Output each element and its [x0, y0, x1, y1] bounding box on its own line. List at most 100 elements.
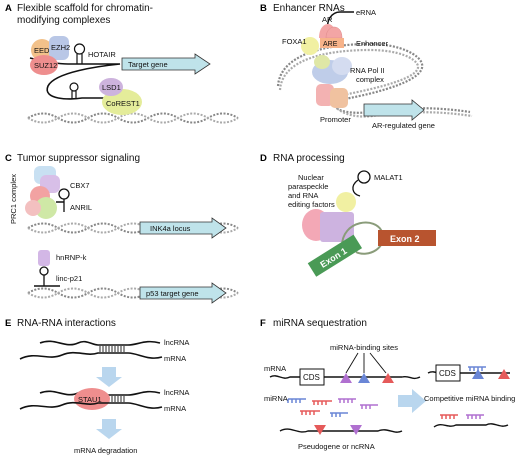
- pseudogene-strand: [279, 428, 403, 433]
- polii-label-line: complex: [356, 75, 384, 84]
- np-label: Nuclear: [298, 173, 324, 182]
- hnrnp-protein: [38, 250, 50, 266]
- malat1-loop: [357, 170, 371, 184]
- panel-e-diagram: lncRNA mRNA STAU1 lncRNA mRNA mRNA degra…: [19, 338, 189, 455]
- pseudogene-label: Pseudogene or ncRNA: [298, 442, 375, 451]
- mirna-label: miRNA: [264, 394, 288, 403]
- ar-gene-arrow: [363, 99, 425, 121]
- promoter-protein: [316, 84, 334, 106]
- decoy-site-red: [314, 425, 326, 435]
- panel-title: RNA processing: [273, 153, 345, 164]
- panel-c: C Tumor suppressor signaling PRC1 comple…: [0, 150, 260, 304]
- polii-complex: [314, 55, 330, 69]
- mrna-label: mRNA: [164, 354, 186, 363]
- np-protein: [320, 212, 354, 242]
- lincp21-label: linc-p21: [56, 274, 82, 283]
- lncrna-label: lncRNA: [164, 338, 189, 347]
- polii-label: complex: [356, 75, 384, 84]
- panel-letter: B: [260, 3, 267, 14]
- pointer-arrows: [345, 352, 387, 374]
- stem-loop: [69, 82, 79, 92]
- base-pairing: [99, 346, 125, 352]
- bound-mirnas: [468, 366, 486, 371]
- flow-arrow: [398, 389, 426, 413]
- mrna-label: mRNA: [164, 404, 186, 413]
- stau1-protein: [74, 388, 110, 410]
- lsd1-label: LSD1: [102, 83, 121, 92]
- binding-site-blue: [358, 373, 370, 383]
- promoter-label: Promoter: [320, 115, 351, 124]
- foxa1-protein: [301, 37, 319, 55]
- are-label: ARE: [323, 41, 338, 48]
- panel-b: B Enhancer RNAs eRNA FOXA1 AR ARE Enhanc…: [260, 0, 520, 145]
- panel-c-diagram: PRC1 complex CBX7 ANRIL INK4a locus hnRN…: [9, 166, 239, 304]
- flow-arrow: [96, 367, 122, 387]
- mrna-strand: [19, 401, 163, 410]
- exon1-box: [307, 234, 363, 277]
- ar-label: AR: [322, 15, 333, 24]
- np-label: paraspeckle: [288, 182, 328, 191]
- malat1-rna: [352, 179, 361, 197]
- exon2-box: [378, 230, 436, 246]
- ezh2-label: EZH2: [51, 43, 70, 52]
- degradation-label: mRNA degradation: [74, 446, 137, 455]
- ink4a-arrow: [139, 217, 227, 239]
- stau1-label: STAU1: [78, 395, 102, 404]
- lincp21-loop: [39, 266, 49, 276]
- binding-site-red: [382, 373, 394, 383]
- foxa1-label: FOXA1: [282, 37, 307, 46]
- erna-label: eRNA: [356, 8, 376, 17]
- prc1-subunit: [35, 197, 57, 219]
- polii-label: RNA Pol II: [350, 66, 385, 75]
- p53-gene-arrow: [139, 282, 227, 304]
- polii-complex: [332, 57, 352, 75]
- enhancer-label: Enhancer: [356, 39, 389, 48]
- lsd1-protein: [99, 78, 123, 96]
- are-element: [320, 38, 344, 48]
- panel-b-diagram: eRNA FOXA1 AR ARE Enhancer RNA Pol II co…: [276, 8, 473, 130]
- panel-a: A Flexible scaffold for chromatin- modif…: [0, 0, 260, 145]
- malat1-label: MALAT1: [374, 173, 403, 182]
- flow-arrow: [96, 419, 122, 439]
- binding-site-purple: [340, 373, 352, 383]
- cds-label: CDS: [303, 373, 320, 382]
- panel-d: D RNA processing Nuclear paraspeckle and…: [260, 150, 520, 300]
- panel-title: Tumor suppressor signaling: [17, 153, 141, 164]
- panel-f-diagram: miRNA-binding sites mRNA CDS miRNA: [264, 343, 515, 451]
- dna-helix: [27, 112, 239, 124]
- panel-title-line-1: Flexible scaffold for chromatin-: [17, 3, 153, 14]
- np-protein: [336, 192, 356, 212]
- np-label: and RNA: [288, 191, 318, 200]
- cds-label: CDS: [439, 369, 456, 378]
- dna-helix: [27, 112, 239, 124]
- panel-e: E RNA-RNA interactions lncRNA mRNA STAU1…: [0, 315, 260, 465]
- cds-box: [299, 368, 325, 386]
- eed-label: EED: [34, 46, 50, 55]
- ar-gene-label: AR-regulated gene: [372, 121, 435, 130]
- polii-label-line: RNA Pol II: [350, 66, 385, 75]
- target-gene-label: Target gene: [128, 60, 168, 69]
- panel-letter: C: [5, 153, 12, 164]
- decoy-site-purple: [350, 425, 362, 435]
- corest1-label: CoREST1: [106, 99, 140, 108]
- p53-gene-label: p53 target gene: [146, 289, 199, 298]
- panel-f: F miRNA sequestration miRNA-binding site…: [260, 315, 520, 465]
- panel-letter: A: [5, 3, 12, 14]
- panel-letter: F: [260, 318, 266, 329]
- panel-letter: D: [260, 153, 267, 164]
- suz12-protein: [30, 55, 58, 75]
- cbx7-label: CBX7: [70, 181, 90, 190]
- stem-loop: [73, 43, 86, 55]
- promoter-protein: [330, 88, 348, 108]
- lncrna-label: lncRNA: [164, 388, 189, 397]
- sequestered-mirnas: [440, 414, 484, 419]
- mirna-row: [287, 398, 378, 417]
- np-label: editing factors: [288, 200, 335, 209]
- ezh2-protein: [49, 36, 69, 60]
- panel-title-line-2: modifying complexes: [17, 15, 111, 26]
- panel-title: Enhancer RNAs: [273, 3, 345, 14]
- binding-site-red: [498, 369, 510, 379]
- panel-d-diagram: Nuclear paraspeckle and RNA editing fact…: [288, 170, 436, 277]
- competitive-label: Competitive miRNA binding: [424, 394, 515, 403]
- prc1-label: PRC1 complex: [9, 174, 18, 224]
